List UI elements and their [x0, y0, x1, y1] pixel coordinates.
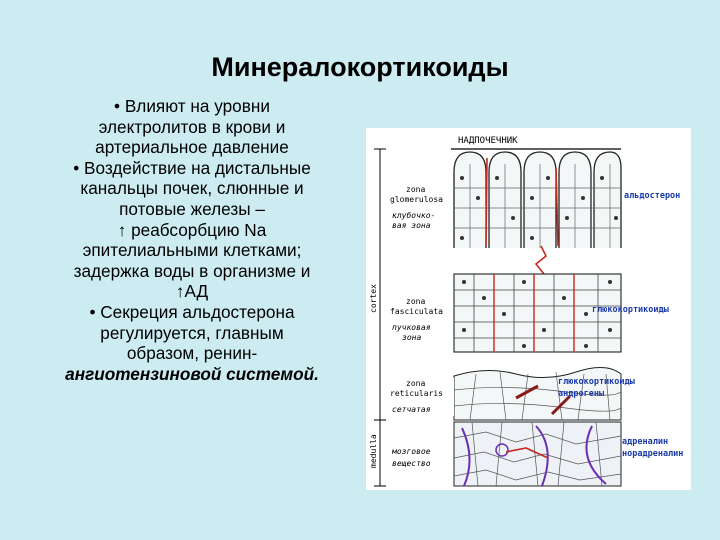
zone-latin-label: zona	[406, 379, 425, 388]
bullet-line: потовые железы –	[119, 198, 265, 219]
zone-latin-label: zona	[406, 297, 425, 306]
zone-ru-label: клубочко-	[392, 210, 435, 220]
zone-ru-label: пучковая	[392, 323, 431, 332]
adrenal-histology-figure: НАДПОЧЕЧНИК cortex medulla	[366, 128, 691, 490]
fasciculata-nuclei	[462, 280, 612, 348]
label-bg	[388, 294, 450, 346]
vessel	[461, 425, 607, 487]
zone-latin-label: fasciculata	[390, 307, 443, 316]
figure-header: НАДПОЧЕЧНИК	[458, 136, 518, 146]
bullet-emphasis: ангиотензиновой системой.	[65, 363, 319, 384]
slide-title: Минералокортикоиды	[211, 52, 509, 82]
hormone-label: глюкокортикоиды	[558, 377, 635, 387]
label-bg	[388, 180, 450, 236]
bullet-line: эпителиальными клетками;	[82, 240, 302, 261]
bullet-line: артериальное давление	[95, 137, 289, 158]
bullet-text: • Влияют на уровни электролитов в крови …	[22, 96, 362, 384]
bullet-line: • Воздействие на дистальные	[73, 157, 311, 178]
bullet-line: • Секреция альдостерона	[89, 301, 295, 322]
medulla-label: medulla	[369, 434, 378, 468]
zone-latin-label: glomerulosa	[390, 195, 443, 204]
medulla-grid	[453, 421, 622, 487]
hormone-label: андрогены	[558, 389, 604, 399]
capillary	[505, 447, 549, 459]
cortex-label: cortex	[369, 284, 378, 313]
zone-ru-label: вая зона	[392, 221, 431, 230]
bullet-line: электролитов в крови и	[98, 116, 286, 137]
bullet-line: ↑ реабсорбцию Na	[117, 219, 267, 240]
zone-ru-label: мозговое	[391, 447, 431, 456]
bullet-line: канальцы почек, слюнные и	[80, 178, 304, 199]
bullet-line: образом, ренин-	[126, 343, 258, 364]
bullet-line: • Влияют на уровни	[114, 96, 270, 116]
zone-ru-label: зона	[402, 333, 421, 342]
glomerulosa-nuclei	[460, 176, 618, 240]
zone-latin-label: zona	[406, 185, 425, 194]
bullet-line: регулируется, главным	[100, 322, 284, 343]
bullet-line: ↑АД	[175, 281, 209, 302]
glomerulosa-grid	[454, 164, 621, 248]
capillary	[515, 384, 572, 416]
vessel-cross-section	[495, 443, 509, 457]
capillary	[493, 274, 575, 352]
hormone-label: адреналин	[622, 437, 668, 447]
label-bg	[388, 378, 454, 416]
hormone-label: глюкокортикоиды	[592, 305, 669, 315]
zona-reticularis-cells	[453, 367, 622, 421]
reticularis-grid	[453, 371, 622, 421]
zona-glomerulosa-cells	[453, 151, 622, 248]
capillary	[534, 245, 548, 275]
zona-fasciculata-cells	[453, 273, 622, 353]
capillary	[485, 157, 559, 247]
bullet-line: ангиотензиновой системой.	[22, 364, 362, 385]
zone-ru-label: сетчатая	[392, 405, 431, 414]
zone-latin-label: reticularis	[390, 389, 443, 398]
hormone-label: альдостерон	[624, 191, 680, 201]
hormone-label: норадреналин	[622, 449, 683, 459]
bullet-line: задержка воды в организме и	[73, 260, 311, 281]
label-bg	[388, 438, 450, 478]
zone-ru-label: вещество	[392, 459, 431, 468]
